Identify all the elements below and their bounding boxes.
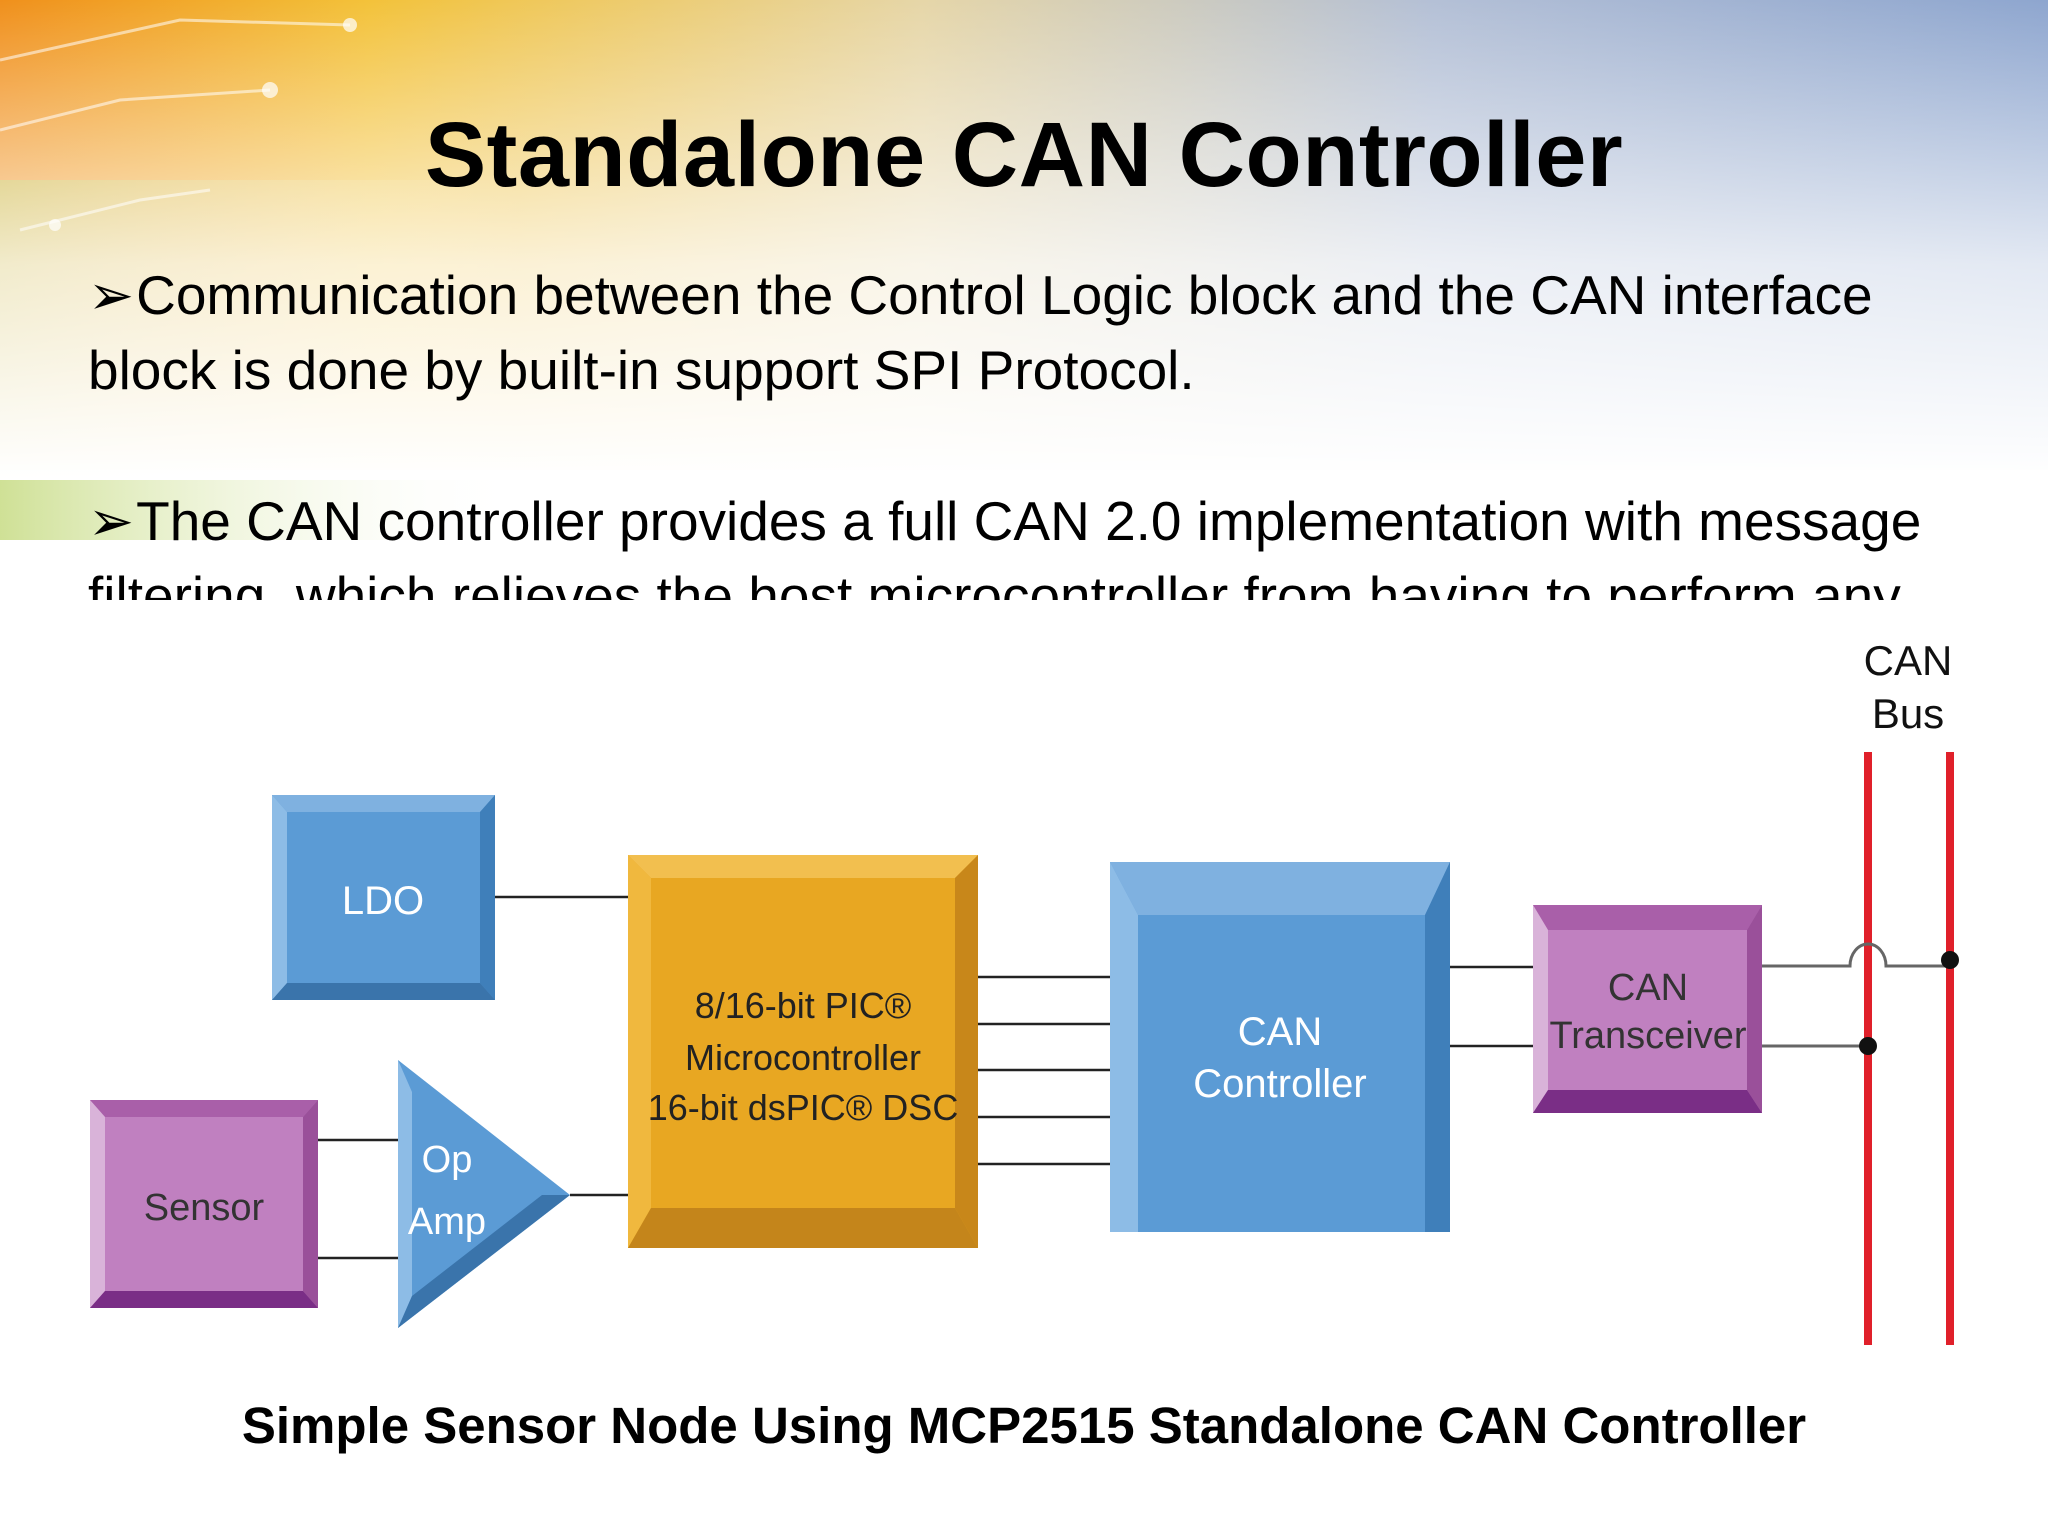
mcu-label-line2: Microcontroller xyxy=(685,1037,921,1078)
mcu-block: 8/16-bit PIC® Microcontroller 16-bit dsP… xyxy=(628,855,978,1248)
can-controller-label-line2: Controller xyxy=(1193,1062,1366,1106)
ldo-block: LDO xyxy=(272,795,495,1000)
bullet-1-text: Communication between the Control Logic … xyxy=(88,264,1873,401)
can-bus-label-line2: Bus xyxy=(1872,690,1944,737)
arrow-bullet-icon: ➢ xyxy=(88,490,135,552)
bullet-1: ➢Communication between the Control Logic… xyxy=(88,258,1988,408)
can-controller-label-line1: CAN xyxy=(1238,1010,1322,1054)
opamp-block: Op Amp xyxy=(398,1060,570,1328)
sensor-label: Sensor xyxy=(144,1187,265,1229)
opamp-label-line2: Amp xyxy=(408,1201,486,1243)
can-transceiver-block: CAN Transceiver xyxy=(1533,905,1762,1113)
mcu-label-line1: 8/16-bit PIC® xyxy=(695,985,912,1026)
can-transceiver-label-line2: Transceiver xyxy=(1549,1015,1746,1057)
ldo-label: LDO xyxy=(342,879,424,923)
can-controller-block: CAN Controller xyxy=(1110,862,1450,1232)
diagram-caption: Simple Sensor Node Using MCP2515 Standal… xyxy=(241,1397,1807,1454)
can-bus-label-line1: CAN xyxy=(1864,637,1953,684)
slide-title: Standalone CAN Controller xyxy=(424,104,1624,206)
sensor-block: Sensor xyxy=(90,1100,318,1308)
connection-lines xyxy=(318,895,1533,1260)
mcu-label-line3: 16-bit dsPIC® DSC xyxy=(648,1087,959,1128)
opamp-label-line1: Op xyxy=(422,1139,473,1181)
arrow-bullet-icon: ➢ xyxy=(88,264,135,326)
bus-junction-dot xyxy=(1859,1037,1877,1055)
can-transceiver-label-line1: CAN xyxy=(1608,967,1688,1009)
can-bus xyxy=(1762,752,1959,1345)
bus-junction-dot xyxy=(1941,951,1959,969)
